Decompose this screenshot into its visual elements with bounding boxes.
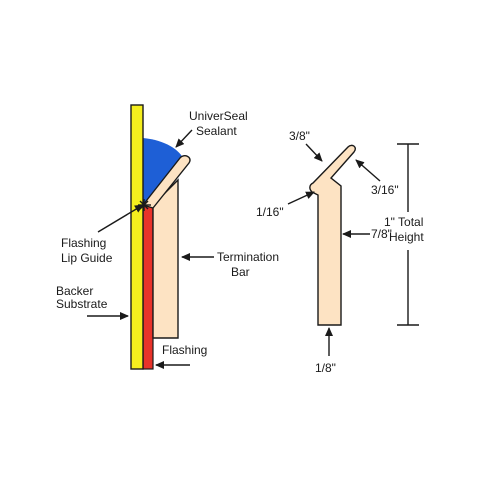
flashing-label: Flashing [162,343,207,357]
backer-label-line2: Substrate [56,297,108,311]
backer-label-line1: Backer [56,284,93,298]
dim-lip-end-arrow [355,159,381,182]
dim-bottom-label: 1/8" [315,361,336,375]
backer-substrate [130,104,144,370]
sealant-callout-arrow [175,129,193,148]
lip-guide-label-line2: Lip Guide [61,251,113,265]
dim-body-width-label: 7/8" [371,227,392,241]
total-height-label-line2: Height [389,230,424,244]
dim-lip-end-label: 3/16" [371,183,399,197]
dim-kink-label: 1/16" [256,205,284,219]
flashing-strip [142,204,154,370]
termination-bar-profile [309,144,357,326]
lip-guide-callout-arrow [97,204,144,233]
sealant-label-line2: Sealant [196,124,237,138]
dim-lip-thickness-label: 3/8" [289,129,310,143]
sealant-label-line1: UniverSeal [189,109,248,123]
termination-label-line1: Termination [217,250,279,264]
dim-kink-arrow [287,191,315,205]
sealant-bead [143,138,184,205]
total-height-bracket [397,143,419,326]
termination-bar-lip [141,155,191,209]
termination-bar-side [152,178,179,339]
total-height-label-line1: 1" Total [384,215,423,229]
lip-guide-label-line1: Flashing [61,236,106,250]
dim-lip-thickness-arrow [305,143,323,162]
termination-label-line2: Bar [231,265,250,279]
